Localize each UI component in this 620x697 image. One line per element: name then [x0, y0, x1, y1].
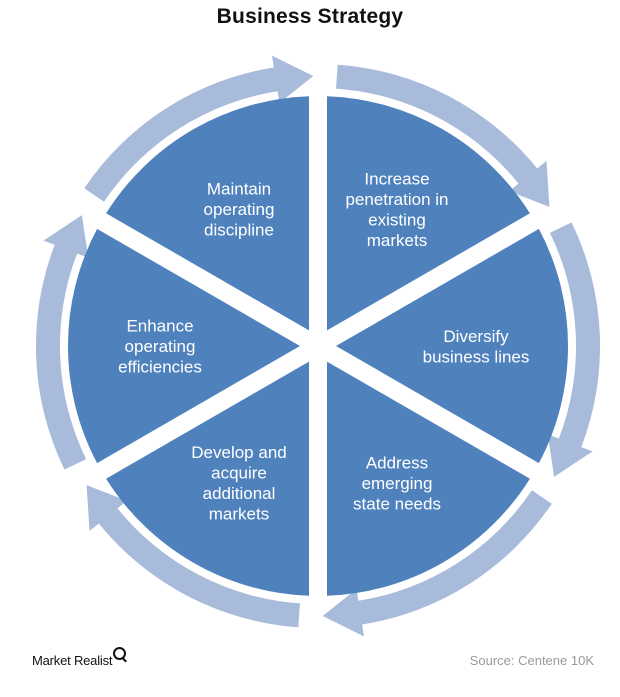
- pie-segments: [67, 96, 569, 596]
- magnifier-icon: [113, 647, 127, 660]
- brand-logo: Market Realist: [32, 647, 127, 668]
- segment-diversify-business-lines: [336, 228, 569, 464]
- segment-address-emerging-state-needs: [327, 361, 530, 596]
- label-line: Increase: [364, 169, 429, 188]
- label-line: Develop and: [191, 443, 286, 462]
- label-line: efficiencies: [118, 358, 202, 377]
- label-line: Maintain: [207, 180, 271, 199]
- label-line: state needs: [353, 494, 441, 513]
- label-line: Address: [366, 453, 428, 472]
- segment-enhance-operating-efficiencies: [67, 228, 300, 464]
- label-line: additional: [203, 484, 276, 503]
- cycle-arrow-3: [322, 490, 552, 637]
- label-line: business lines: [423, 347, 530, 366]
- label-line: Enhance: [126, 317, 193, 336]
- brand-name: Market Realist: [32, 653, 113, 668]
- cycle-arrow-4: [86, 485, 300, 628]
- cycle-arrow-2: [547, 222, 601, 477]
- label-line: existing: [368, 210, 426, 229]
- label-line: acquire: [211, 464, 267, 483]
- cycle-arrow-1: [336, 64, 550, 207]
- label-line: Diversify: [443, 327, 509, 346]
- label-line: markets: [367, 231, 427, 250]
- label-line: discipline: [204, 221, 274, 240]
- label-line: penetration in: [345, 190, 448, 209]
- segment-increase-penetration: [327, 96, 530, 331]
- cycle-arrow-5: [35, 215, 89, 470]
- source-note: Source: Centene 10K: [469, 653, 594, 668]
- label-line: operating: [125, 337, 196, 356]
- label-line: emerging: [362, 474, 433, 493]
- label-line: operating: [204, 200, 275, 219]
- cycle-arrow-6: [84, 55, 314, 202]
- cycle-arrows: [35, 55, 601, 637]
- segment-develop-acquire-markets: [106, 361, 309, 596]
- segment-maintain-operating-discipline: [106, 96, 309, 331]
- diagram-title: Business Strategy: [216, 5, 404, 28]
- label-line: markets: [209, 505, 269, 524]
